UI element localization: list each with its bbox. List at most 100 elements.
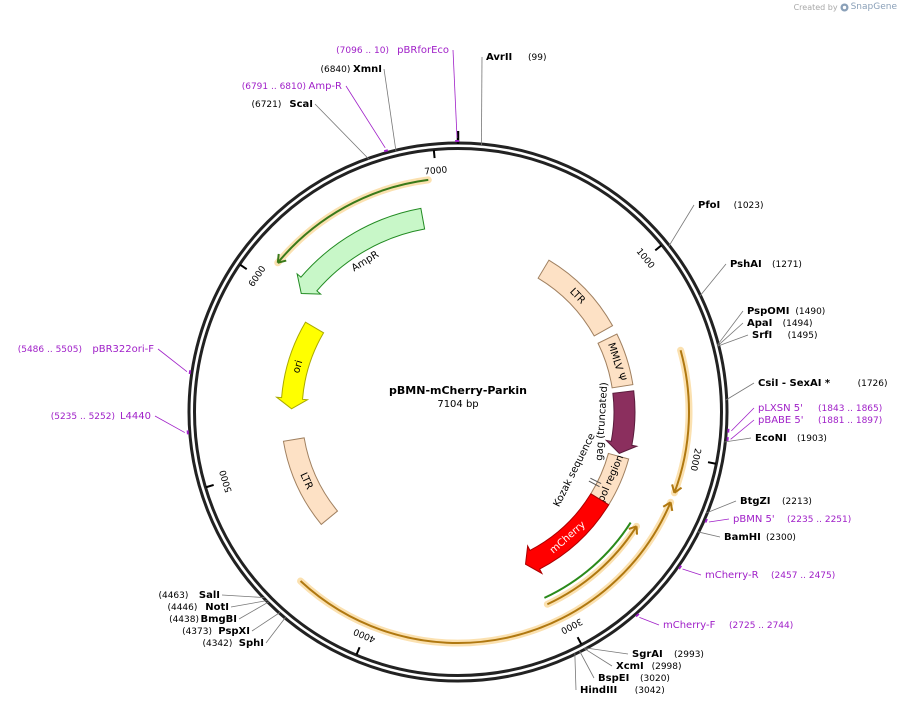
enzyme-position: (6840) (320, 65, 350, 75)
feature-mmlv (597, 333, 634, 389)
primer-mark (635, 613, 640, 618)
primer-range: (5235 .. 5252) (51, 412, 115, 422)
enzyme-position: (1490) (795, 307, 825, 317)
enzyme-position: (2300) (766, 533, 796, 543)
tick-mark (239, 263, 248, 271)
enzyme-name: PspXI (218, 626, 250, 637)
enzyme-pfoi: PfoI (1023) (698, 200, 764, 211)
enzyme-position: (1903) (797, 434, 827, 444)
enzyme-noti: NotI (4446) (167, 602, 229, 613)
enzyme-leader (699, 263, 727, 297)
enzyme-leader (717, 334, 749, 347)
enzyme-leader (717, 310, 744, 346)
enzyme-name: SgrAI (632, 649, 663, 660)
enzyme-pspomi: PspOMI(1490) (747, 306, 825, 317)
enzyme-leader (706, 500, 737, 514)
enzyme-leader (265, 616, 286, 644)
enzyme-position: (1271) (772, 260, 802, 270)
primer-name: L4440 (120, 411, 151, 422)
kozak-mark (588, 480, 600, 488)
enzyme-avrii: AvrII (99) (486, 52, 546, 63)
plasmid-name: pBMN-mCherry-Parkin (389, 384, 527, 397)
feature-gag-truncated (604, 390, 639, 454)
primer-leader (154, 415, 185, 433)
enzyme-sgrai: SgrAI(2993) (632, 649, 704, 660)
enzyme-leader (583, 648, 613, 667)
enzyme-xmni: XmnI(6840) (320, 64, 382, 75)
primer-layer: pBRforEco(7096 .. 10)Amp-R(6791 .. 6810)… (18, 45, 883, 631)
backbone (187, 131, 729, 683)
primer-name: mCherry-R (705, 570, 759, 581)
enzyme-position: (99) (528, 53, 546, 63)
enzyme-name: ScaI (289, 99, 313, 110)
enzyme-name: BspEI (598, 673, 629, 684)
tick-mark (355, 646, 361, 656)
primer-name: Amp-R (309, 81, 343, 92)
enzyme-position: (3042) (635, 686, 665, 696)
enzyme-name: PshAI (730, 259, 762, 270)
enzyme-name: EcoNI (755, 433, 787, 444)
enzyme-name: HindIII (580, 685, 617, 696)
enzyme-position: (1023) (734, 201, 764, 211)
enzyme-position: (4342) (202, 639, 232, 649)
primer-range: (2457 .. 2475) (771, 571, 835, 581)
enzyme-position: (2213) (782, 497, 812, 507)
plasmid-size: 7104 bp (437, 399, 478, 410)
primer-range: (2725 .. 2744) (729, 621, 793, 631)
primer-plxsn-5: pLXSN 5'(1843 .. 1865) (758, 403, 882, 414)
tick-mark (205, 483, 214, 489)
enzyme-scai: ScaI (6721) (251, 99, 313, 110)
enzyme-name: NotI (205, 602, 229, 613)
primer-amp-r: Amp-R(6791 .. 6810) (242, 81, 342, 92)
primer-name: pBR322ori-F (92, 344, 154, 355)
enzyme-leader (314, 103, 370, 160)
snapgene-brand: SnapGene (850, 2, 897, 12)
feature-ltr (282, 437, 339, 526)
enzyme-layer: AvrII (99) PfoI (1023) PshAI (1271) PspOMI(149… (158, 52, 887, 696)
feature-ampr (296, 207, 426, 295)
enzyme-bspei: BspEI (3020) (598, 673, 670, 684)
orf-arc (673, 349, 690, 494)
orf-arc-mcherry (543, 522, 632, 599)
orf-arc (277, 178, 429, 264)
primer-mark (678, 565, 682, 570)
enzyme-leader (724, 437, 752, 443)
enzyme-name: PfoI (698, 200, 720, 211)
enzyme-sali: SalI (4463) (158, 590, 220, 601)
feature-ori (274, 321, 325, 410)
enzyme-name: BtgZI (740, 496, 771, 507)
primer-range: (1843 .. 1865) (818, 404, 882, 414)
primer-leader (452, 49, 458, 139)
enzyme-position: (4446) (167, 603, 197, 613)
enzyme-name: ApaI (747, 318, 772, 329)
primer-range: (5486 .. 5505) (18, 345, 82, 355)
primer-mark (188, 370, 192, 375)
enzyme-position: (4463) (158, 591, 188, 601)
orf-arrowhead (276, 253, 287, 264)
enzyme-name: XcmI (616, 661, 644, 672)
enzyme-leader (579, 650, 595, 679)
enzyme-name: SphI (239, 638, 264, 649)
primer-pbr322ori-f: pBR322ori-F (5486 .. 5505) (18, 344, 155, 355)
primer-leader (345, 85, 386, 149)
enzyme-position: (4373) (182, 627, 212, 637)
enzyme-name: AvrII (486, 52, 512, 63)
tick-label: 6000 (247, 264, 268, 289)
primer-mcherry-r: mCherry-R (2457 .. 2475) (705, 570, 835, 581)
enzyme-name: SrfI (752, 330, 772, 341)
kozak-mark (590, 477, 602, 484)
orf-arrowhead (628, 525, 639, 535)
enzyme-position: (1726) (858, 379, 888, 389)
enzyme-name: SalI (199, 590, 220, 601)
primer-leader (708, 518, 730, 523)
enzyme-position: (3020) (640, 674, 670, 684)
enzyme-btgzi: BtgZI (2213) (740, 496, 812, 507)
backbone-inner-strand (193, 147, 723, 677)
enzyme-position: (6721) (251, 100, 281, 110)
primer-range: (2235 .. 2251) (787, 515, 851, 525)
primer-range: (7096 .. 10) (336, 46, 389, 56)
feature-ltr (537, 259, 614, 337)
orf-arc (546, 525, 638, 606)
